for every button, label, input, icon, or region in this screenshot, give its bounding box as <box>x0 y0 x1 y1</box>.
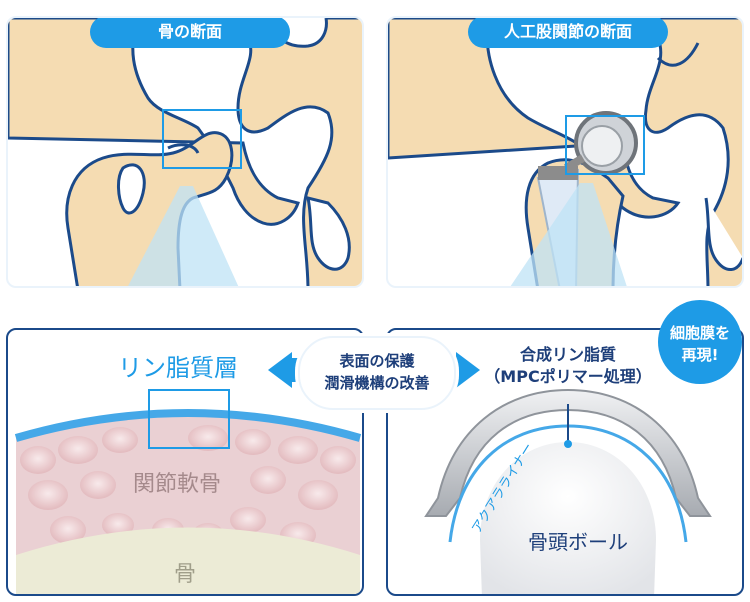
center-bubble: 表面の保護 潤滑機構の改善 <box>298 336 456 410</box>
ball-head <box>581 125 623 167</box>
polymer-label-line1: 合成リン脂質 <box>519 345 616 364</box>
ball-label: 骨頭ボール <box>528 530 628 554</box>
cartilage-illustration <box>14 389 362 594</box>
cartilage-label: 関節軟骨 <box>133 472 222 497</box>
zoom-square <box>148 389 230 449</box>
phospholipid-layer-label: リン脂質層 <box>118 354 238 382</box>
cell-membrane-badge: 細胞膜を 再現! <box>658 300 742 384</box>
center-line2: 潤滑機構の改善 <box>324 374 430 392</box>
polymer-label-line2: （MPCポリマー処理） <box>484 367 652 386</box>
metal-cup <box>424 388 712 517</box>
bone-section-title: 骨の断面 <box>90 18 290 48</box>
bone-layer <box>16 527 360 594</box>
bone-head-ball <box>480 442 656 594</box>
bone-section-panel: 骨の断面 <box>6 16 364 288</box>
bone-section-illustration <box>8 18 362 286</box>
badge-line2: 再現! <box>681 346 719 364</box>
artificial-hip-title: 人工股関節の断面 <box>468 18 668 48</box>
artificial-hip-illustration <box>388 18 742 286</box>
center-line1: 表面の保護 <box>339 352 415 370</box>
artificial-hip-panel: 人工股関節の断面 <box>386 16 744 288</box>
zoom-box <box>162 109 242 169</box>
ball-liner-illustration <box>424 388 712 594</box>
bone-label: 骨 <box>174 562 197 587</box>
badge-line1: 細胞膜を <box>669 324 730 342</box>
pelvis-shape-right <box>388 18 742 286</box>
zoom-box-right <box>565 115 645 175</box>
phospholipid-layer <box>14 409 362 442</box>
